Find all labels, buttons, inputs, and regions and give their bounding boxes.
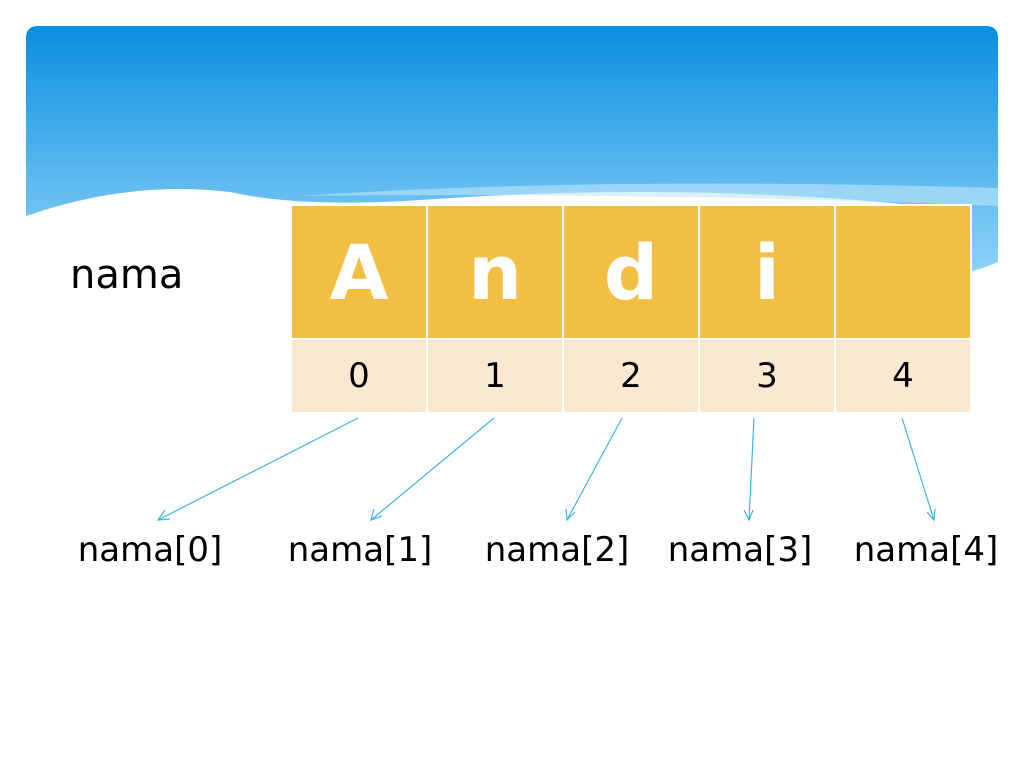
array-cell-index: 3 — [698, 338, 836, 414]
array-cell-index: 1 — [426, 338, 564, 414]
access-label-1: nama[1] — [287, 530, 433, 570]
char-row: A n d i — [290, 204, 972, 340]
variable-name-label: nama — [70, 252, 184, 298]
array-cell-char: d — [562, 204, 700, 340]
index-row: 0 1 2 3 4 — [290, 338, 972, 414]
access-label-0: nama[0] — [77, 530, 223, 570]
array-cell-char: i — [698, 204, 836, 340]
access-label-4: nama[4] — [853, 530, 999, 570]
access-label-3: nama[3] — [667, 530, 813, 570]
array-table: A n d i 0 1 2 3 4 — [290, 204, 972, 414]
array-cell-char: A — [290, 204, 428, 340]
array-cell-index: 0 — [290, 338, 428, 414]
array-cell-char: n — [426, 204, 564, 340]
access-label-2: nama[2] — [484, 530, 630, 570]
array-cell-char — [834, 204, 972, 340]
array-cell-index: 2 — [562, 338, 700, 414]
array-cell-index: 4 — [834, 338, 972, 414]
